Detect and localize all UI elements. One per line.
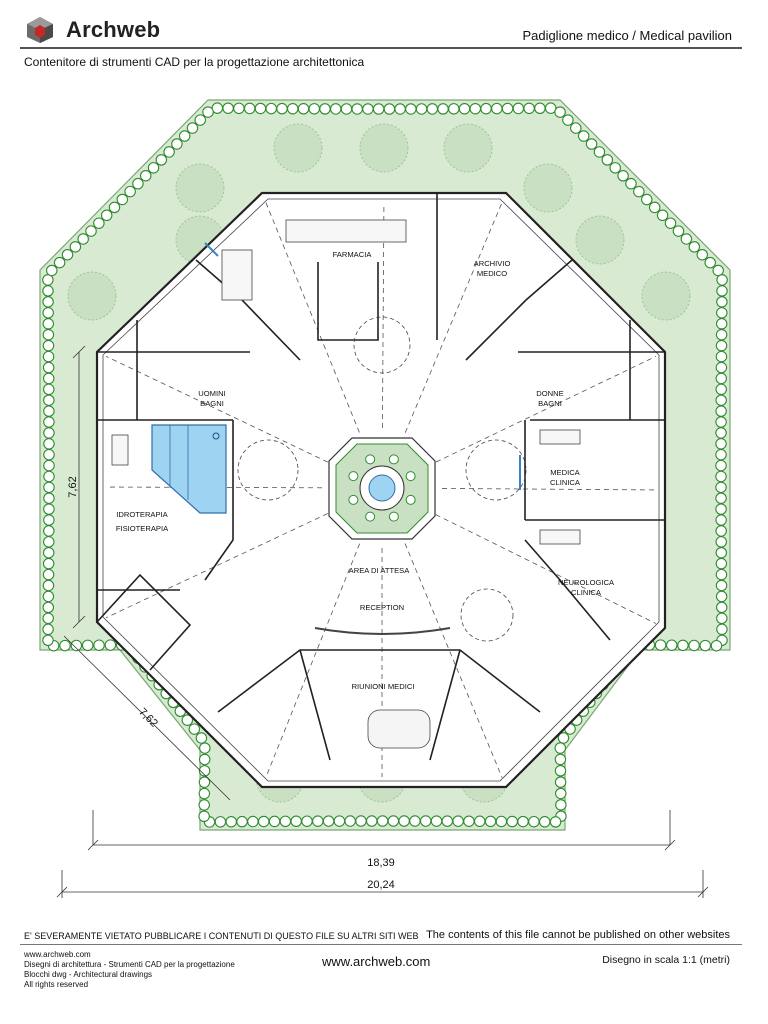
label-medica-clinica: CLINICA	[550, 478, 581, 487]
label-donne-bagni: BAGNI	[538, 399, 562, 408]
dimension-side-diagonal: 7,62	[136, 706, 160, 730]
footer-credit-line: All rights reserved	[24, 980, 89, 989]
dimension-lines	[56, 345, 709, 898]
label-uomini: UOMINI	[198, 389, 225, 398]
header-divider	[20, 47, 742, 49]
label-fisioterapia: FISIOTERAPIA	[116, 524, 169, 533]
floor-plan-drawing: FARMACIA ARCHIVIO MEDICO UOMINI BAGNI DO…	[39, 99, 731, 898]
page-subtitle: Contenitore di strumenti CAD per la prog…	[24, 55, 365, 69]
footer: E' SEVERAMENTE VIETATO PUBBLICARE I CONT…	[0, 918, 768, 1024]
fountain-planters	[348, 454, 416, 522]
label-neurologica: NEUROLOGICA	[558, 578, 615, 587]
label-neurologica-clinica: CLINICA	[571, 588, 602, 597]
copyright-warning-it: E' SEVERAMENTE VIETATO PUBBLICARE I CONT…	[24, 931, 419, 941]
dimension-inner-width: 18,39	[367, 857, 395, 869]
label-archivio: ARCHIVIO	[474, 259, 511, 268]
label-area-di-attesa: AREA DI ATTESA	[349, 566, 411, 575]
footer-credit-line: www.archweb.com	[24, 950, 91, 959]
drawing-scale: Disegno in scala 1:1 (metri)	[602, 954, 730, 966]
footer-credit-line: Blocchi dwg - Architectural drawings	[24, 970, 153, 979]
dimension-side-vertical: 7,62	[67, 476, 79, 497]
label-riunioni-medici: RIUNIONI MEDICI	[352, 682, 415, 691]
header: Archweb Padiglione medico / Medical pavi…	[0, 0, 768, 78]
label-donne: DONNE	[536, 389, 563, 398]
label-farmacia: FARMACIA	[333, 250, 373, 259]
label-medico: MEDICO	[477, 269, 507, 278]
radial-dashed-lines	[105, 202, 657, 778]
site-url-link[interactable]: www.archweb.com	[322, 954, 431, 969]
central-fountain	[328, 437, 436, 540]
label-medica: MEDICA	[550, 468, 580, 477]
footer-divider	[20, 944, 742, 945]
label-idroterapia: IDROTERAPIA	[116, 510, 168, 519]
page-title: Padiglione medico / Medical pavilion	[522, 28, 732, 43]
archweb-logo-icon	[27, 17, 53, 43]
hydrotherapy-pool	[151, 424, 227, 514]
brand-name: Archweb	[66, 17, 161, 42]
room-labels: FARMACIA ARCHIVIO MEDICO UOMINI BAGNI DO…	[116, 250, 615, 691]
floor-plan: FARMACIA ARCHIVIO MEDICO UOMINI BAGNI DO…	[0, 78, 768, 918]
dimension-overall-width: 20,24	[367, 879, 395, 891]
label-uomini-bagni: BAGNI	[200, 399, 224, 408]
copyright-warning-en: The contents of this file cannot be publ…	[426, 929, 730, 941]
shrub-border	[42, 102, 728, 828]
label-reception: RECEPTION	[360, 603, 404, 612]
footer-credits: www.archweb.com Disegni di architettura …	[24, 950, 235, 990]
footer-credit-line: Disegni di architettura - Strumenti CAD …	[24, 960, 235, 969]
furniture	[111, 219, 581, 749]
